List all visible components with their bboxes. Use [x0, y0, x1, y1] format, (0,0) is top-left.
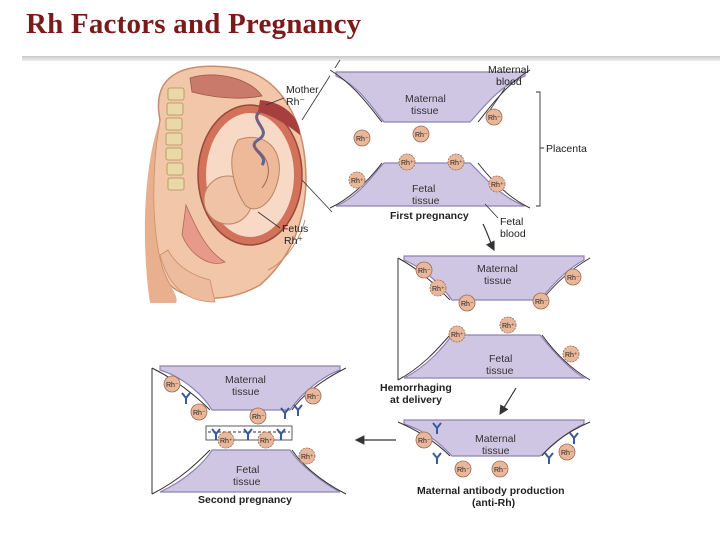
p2-maternal-tissue-2: tissue — [484, 275, 512, 287]
rh-positive-cell: Rh⁺ — [217, 431, 235, 449]
arrow-to-antibody — [499, 387, 517, 416]
p4-maternal-tissue-1: Maternal — [225, 374, 266, 386]
svg-text:Rh⁺: Rh⁺ — [401, 160, 414, 167]
label-hemorrhaging-1: Hemorrhaging — [380, 382, 452, 394]
svg-text:Rh⁻: Rh⁻ — [561, 450, 574, 457]
label-fetal-blood-2: blood — [500, 228, 526, 240]
rh-positive-cell: Rh⁺ — [348, 171, 366, 189]
label-maternal-blood-1: Maternal — [488, 64, 529, 76]
rh-negative-cell: Rh⁻ — [485, 108, 503, 126]
rh-negative-cell: Rh⁻ — [412, 125, 430, 143]
rh-positive-cell: Rh⁺ — [499, 316, 517, 334]
svg-text:Rh⁺: Rh⁺ — [432, 286, 445, 293]
rh-negative-cell: Rh⁻ — [454, 460, 472, 478]
svg-text:Rh⁺: Rh⁺ — [565, 352, 578, 359]
label-maternal-blood-2: blood — [496, 76, 522, 88]
svg-text:Rh⁻: Rh⁻ — [461, 301, 474, 308]
p1-maternal-tissue-2: tissue — [411, 105, 439, 117]
svg-text:Rh⁺: Rh⁺ — [491, 182, 504, 189]
rh-positive-cell: Rh⁺ — [429, 279, 447, 297]
rh-negative-cell: Rh⁻ — [415, 261, 433, 279]
panel-second-pregnancy — [151, 365, 347, 495]
slide-title: Rh Factors and Pregnancy — [26, 8, 362, 40]
label-antibody-production-2: (anti-Rh) — [472, 497, 515, 509]
svg-text:Rh⁺: Rh⁺ — [351, 178, 364, 185]
label-fetus-line1: Fetus — [282, 223, 308, 235]
rh-positive-cell: Rh⁺ — [398, 153, 416, 171]
connector-bottom — [301, 179, 333, 213]
p4-fetal-tissue-2: tissue — [233, 476, 261, 488]
svg-text:Rh⁻: Rh⁻ — [356, 136, 369, 143]
label-first-pregnancy: First pregnancy — [390, 210, 469, 222]
svg-text:Rh⁻: Rh⁻ — [307, 394, 320, 401]
p3-maternal-tissue-2: tissue — [482, 445, 510, 457]
label-fetal-blood-1: Fetal — [500, 216, 523, 228]
svg-text:Rh⁺: Rh⁺ — [301, 454, 314, 461]
rh-positive-cell: Rh⁺ — [562, 345, 580, 363]
svg-text:Rh⁻: Rh⁻ — [567, 275, 580, 282]
placenta-bracket — [536, 91, 544, 207]
label-fetus-line2: Rh⁺ — [284, 235, 303, 247]
p4-maternal-tissue-2: tissue — [232, 386, 260, 398]
rh-negative-cell: Rh⁻ — [163, 375, 181, 393]
label-antibody-production-1: Maternal antibody production — [417, 485, 565, 497]
svg-text:Rh⁻: Rh⁻ — [494, 467, 507, 474]
anti-rh-antibodies — [181, 392, 579, 464]
rh-positive-cell: Rh⁺ — [448, 325, 466, 343]
svg-text:Rh⁻: Rh⁻ — [457, 467, 470, 474]
rh-negative-cell: Rh⁻ — [353, 129, 371, 147]
rh-negative-cell: Rh⁻ — [564, 268, 582, 286]
p1-maternal-tissue-1: Maternal — [405, 93, 446, 105]
rh-negative-cell: Rh⁻ — [558, 443, 576, 461]
rh-negative-cell: Rh⁻ — [458, 294, 476, 312]
rh-positive-cell: Rh⁺ — [488, 175, 506, 193]
label-mother-line1: Mother — [286, 84, 319, 96]
rh-negative-cell: Rh⁻ — [249, 407, 267, 425]
arrow-to-hemorrhage — [482, 223, 495, 252]
label-mother-line2: Rh⁻ — [286, 96, 305, 108]
svg-text:Rh⁻: Rh⁻ — [252, 414, 265, 421]
svg-text:Rh⁻: Rh⁻ — [535, 299, 548, 306]
svg-text:Rh⁺: Rh⁺ — [260, 438, 273, 445]
rh-negative-cell: Rh⁻ — [491, 460, 509, 478]
rh-negative-cell: Rh⁻ — [304, 387, 322, 405]
panel-first-pregnancy — [329, 68, 532, 209]
svg-text:Rh⁻: Rh⁻ — [418, 438, 431, 445]
svg-text:Rh⁻: Rh⁻ — [415, 132, 428, 139]
svg-text:Rh⁺: Rh⁺ — [502, 323, 515, 330]
svg-text:Rh⁺: Rh⁺ — [450, 160, 463, 167]
p2-fetal-tissue-1: Fetal — [489, 353, 512, 365]
svg-text:Rh⁻: Rh⁻ — [193, 410, 206, 417]
rh-negative-cell: Rh⁻ — [190, 403, 208, 421]
title-divider — [22, 56, 720, 61]
rh-positive-cell: Rh⁺ — [447, 153, 465, 171]
svg-text:Rh⁻: Rh⁻ — [488, 115, 501, 122]
rh-positive-cell: Rh⁺ — [257, 431, 275, 449]
svg-text:Rh⁻: Rh⁻ — [166, 382, 179, 389]
label-placenta: Placenta — [546, 143, 587, 155]
pregnant-mother-illustration — [144, 65, 307, 303]
rh-positive-cell: Rh⁺ — [298, 447, 316, 465]
svg-text:Rh⁺: Rh⁺ — [220, 438, 233, 445]
p1-fetal-tissue-1: Fetal — [412, 183, 435, 195]
svg-text:Rh⁻: Rh⁻ — [418, 268, 431, 275]
rh-negative-cell: Rh⁻ — [415, 431, 433, 449]
p3-maternal-tissue-1: Maternal — [475, 433, 516, 445]
rh-negative-cell: Rh⁻ — [532, 292, 550, 310]
label-hemorrhaging-2: at delivery — [390, 394, 442, 406]
p2-maternal-tissue-1: Maternal — [477, 263, 518, 275]
label-second-pregnancy: Second pregnancy — [198, 494, 292, 506]
p2-fetal-tissue-2: tissue — [486, 365, 514, 377]
svg-text:Rh⁺: Rh⁺ — [451, 332, 464, 339]
p4-fetal-tissue-1: Fetal — [236, 464, 259, 476]
p1-fetal-tissue-2: tissue — [412, 195, 440, 207]
